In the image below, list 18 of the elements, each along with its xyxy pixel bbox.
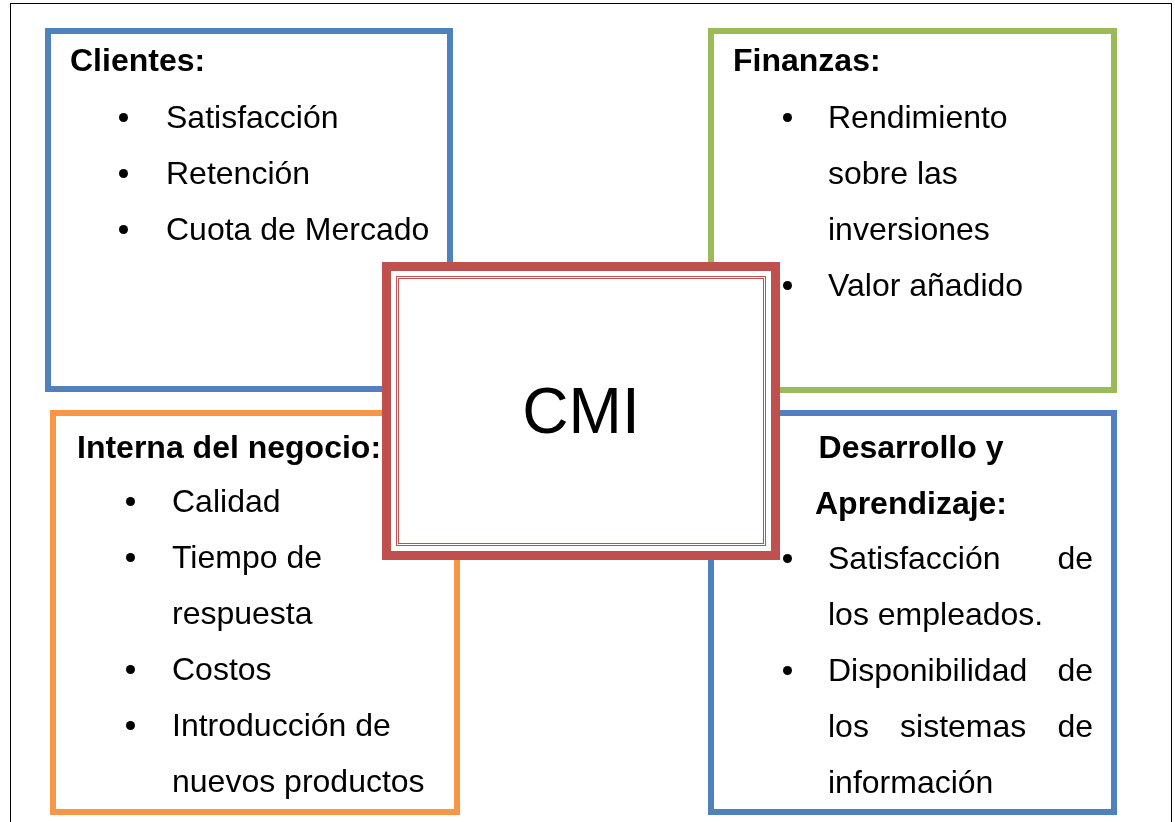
bullet-item: Satisfacción xyxy=(115,89,566,145)
bullet-item: Cuota de Mercado xyxy=(115,201,566,257)
bullet-item: Rendimiento sobre las inversiones xyxy=(779,89,1093,257)
center-title: CMI xyxy=(522,379,640,443)
box-heading: Clientes: xyxy=(70,41,206,80)
box-heading: Finanzas: xyxy=(733,41,881,80)
box-heading: Interna del negocio: xyxy=(77,428,382,467)
center-box xyxy=(382,262,780,560)
perspective-box xyxy=(50,410,460,815)
box-heading: Desarrollo y Aprendizaje: xyxy=(814,428,1008,523)
bullet-item: Tiempo de respuesta xyxy=(122,529,432,641)
bullet-item: Introducción de nuevos productos xyxy=(122,697,432,809)
perspective-box xyxy=(708,410,1117,815)
bullet-item: Satisfacción de los empleados. xyxy=(779,530,1093,642)
bullet-item: Valor añadido xyxy=(779,257,1093,313)
bullet-item: Retención xyxy=(115,145,566,201)
bullet-item: Disponibilidad de los sistemas de información xyxy=(779,642,1093,810)
bullet-item: Costos xyxy=(122,641,432,697)
